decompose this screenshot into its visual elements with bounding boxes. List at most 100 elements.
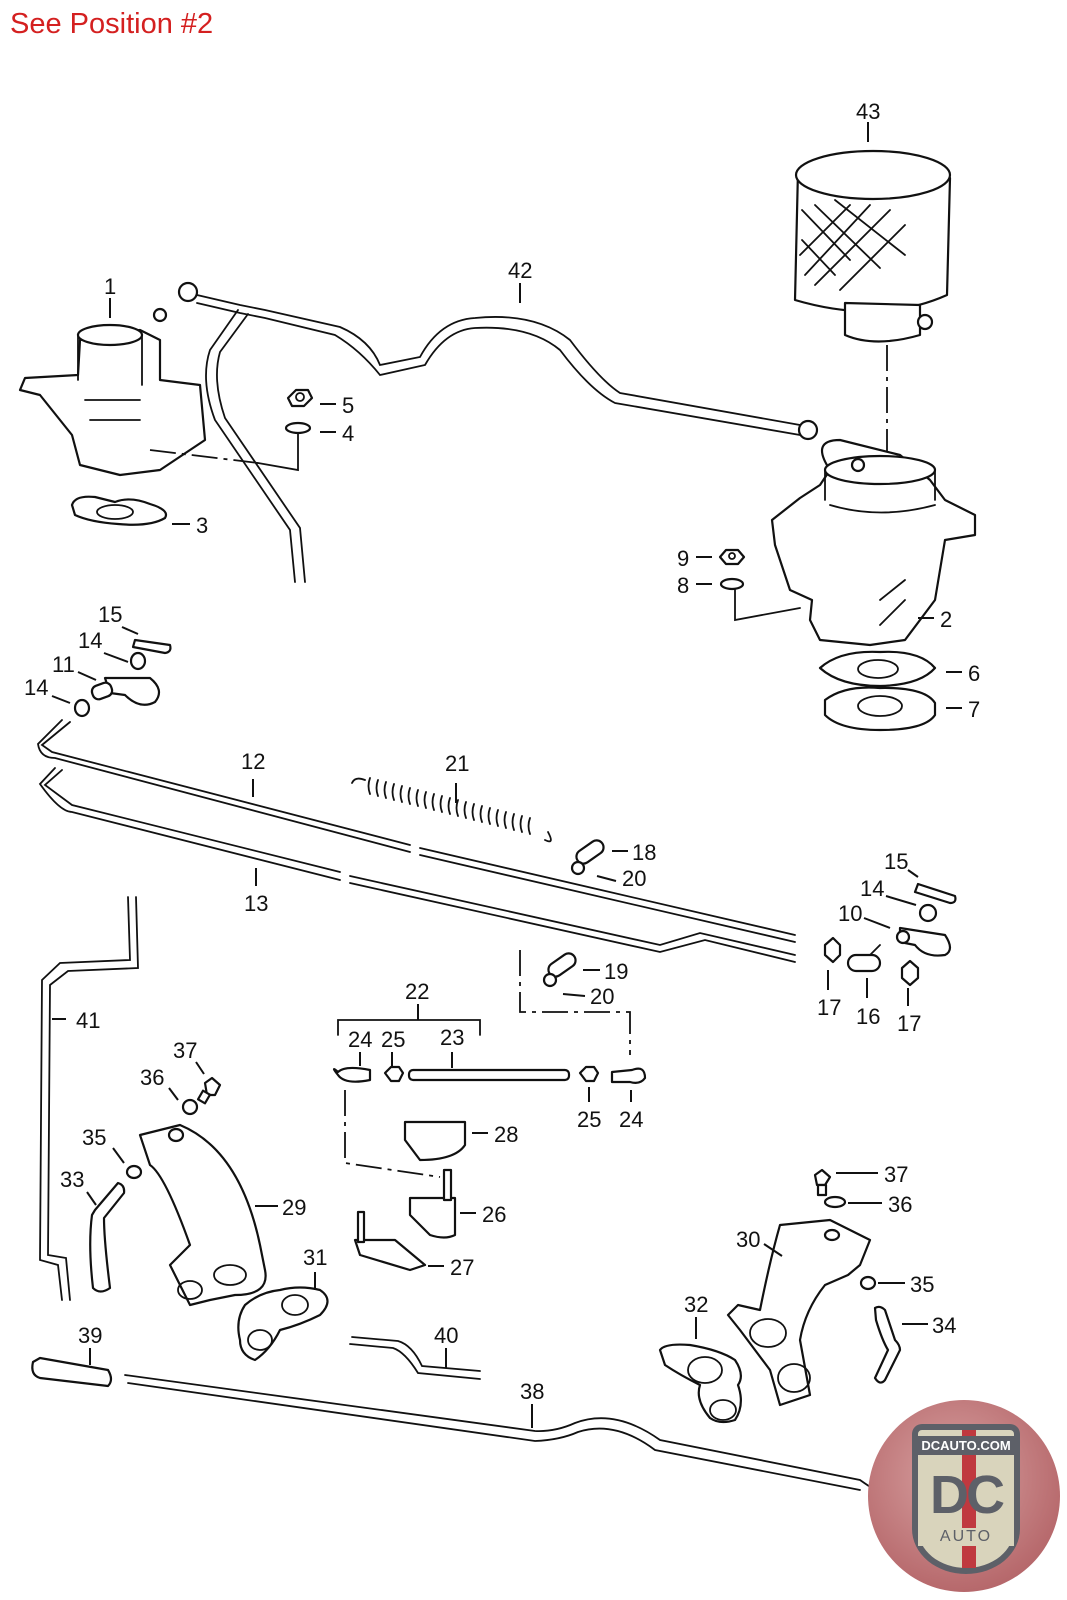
ball-socket-24-left xyxy=(332,1066,372,1083)
logo-word: AUTO xyxy=(918,1528,1014,1546)
washer-14-right xyxy=(918,903,938,923)
gasket-32 xyxy=(658,1343,742,1424)
callout-22: 22 xyxy=(405,979,429,1004)
hose-39 xyxy=(31,1356,113,1388)
bracket-27 xyxy=(353,1210,427,1272)
logo-initials: DC xyxy=(930,1465,1005,1525)
hose-34 xyxy=(873,1305,902,1384)
callout-37-left: 37 xyxy=(173,1038,197,1063)
callout-20-lower: 20 xyxy=(590,984,614,1009)
callout-10: 10 xyxy=(838,901,862,926)
callout-37-right: 37 xyxy=(884,1162,908,1187)
rod-12 xyxy=(37,719,796,943)
gasket-6 xyxy=(818,650,937,688)
leader-20-dash xyxy=(519,950,631,1055)
pipe-40 xyxy=(349,1336,481,1380)
washer-14-lower-left xyxy=(73,698,91,718)
callout-1: 1 xyxy=(104,274,116,299)
leader-4-bracket xyxy=(257,431,299,472)
bracket-28 xyxy=(403,1120,467,1162)
callout-33: 33 xyxy=(60,1167,84,1192)
callout-24-right: 24 xyxy=(619,1107,643,1132)
leader-lines xyxy=(51,122,962,1428)
logo-url: DCAUTO.COM xyxy=(918,1436,1014,1455)
callout-40: 40 xyxy=(434,1323,458,1348)
callout-17-right: 17 xyxy=(897,1011,921,1036)
logo-shield: DCAUTO.COM DC AUTO xyxy=(912,1424,1020,1574)
callout-27: 27 xyxy=(450,1255,474,1280)
nut-5 xyxy=(286,388,314,408)
callout-9: 9 xyxy=(677,546,689,571)
callout-13: 13 xyxy=(244,891,268,916)
callout-11: 11 xyxy=(52,652,75,677)
nut-17-right xyxy=(900,959,920,987)
bolt-37-left xyxy=(196,1076,222,1105)
hose-33 xyxy=(89,1181,126,1293)
callout-6: 6 xyxy=(968,661,980,686)
clip-15-right xyxy=(913,882,957,905)
callout-18: 18 xyxy=(632,840,656,865)
air-filter-43 xyxy=(793,149,952,343)
callout-19: 19 xyxy=(604,959,628,984)
callout-23: 23 xyxy=(440,1025,464,1050)
lever-10 xyxy=(895,926,952,957)
nut-17-left xyxy=(823,936,842,964)
callout-25-right: 25 xyxy=(577,1107,601,1132)
callout-25-left: 25 xyxy=(381,1027,405,1052)
leader-1-dash xyxy=(149,449,259,464)
lever-11 xyxy=(90,676,161,706)
callout-labels: 1 2 3 4 5 6 7 8 9 10 11 12 13 14 14 14 1… xyxy=(24,99,980,1404)
callout-38: 38 xyxy=(520,1379,544,1404)
callout-17-left: 17 xyxy=(817,995,841,1020)
leader-24-dash xyxy=(344,1090,441,1178)
breather-pipe-42 xyxy=(177,281,819,583)
nut-9 xyxy=(718,548,746,566)
callout-42: 42 xyxy=(508,258,532,283)
washer-35-left xyxy=(125,1164,143,1180)
callout-16: 16 xyxy=(856,1004,880,1029)
washer-35-right xyxy=(859,1275,877,1291)
callout-15-left: 15 xyxy=(98,602,122,627)
washer-14-upper-left xyxy=(129,651,147,671)
dcauto-logo: DCAUTO.COM DC AUTO xyxy=(868,1400,1060,1592)
bolt-37-right xyxy=(813,1168,832,1197)
pin-19 xyxy=(542,952,577,988)
callout-21: 21 xyxy=(445,751,469,776)
intake-manifold-30 xyxy=(726,1218,872,1407)
callout-36-left: 36 xyxy=(140,1065,164,1090)
callout-4: 4 xyxy=(342,421,354,446)
callout-7: 7 xyxy=(968,697,980,722)
carburetor-2 xyxy=(770,438,977,647)
callout-26: 26 xyxy=(482,1202,506,1227)
rod-13 xyxy=(38,767,796,963)
callout-14-right: 14 xyxy=(860,876,884,901)
callout-29: 29 xyxy=(282,1195,306,1220)
callout-2: 2 xyxy=(940,607,952,632)
tube-41 xyxy=(39,896,139,1301)
bracket-22 xyxy=(337,1019,481,1036)
see-position-note: See Position #2 xyxy=(10,8,214,40)
callout-5: 5 xyxy=(342,393,354,418)
clip-15-left xyxy=(131,638,172,655)
ball-socket-24-right xyxy=(610,1067,647,1084)
callout-15-right: 15 xyxy=(884,849,908,874)
leader-8-bracket xyxy=(734,589,801,622)
spring-21 xyxy=(351,777,552,843)
callout-14-lower-left: 14 xyxy=(24,675,48,700)
pipe-38 xyxy=(124,1374,876,1491)
callout-28: 28 xyxy=(494,1122,518,1147)
nut-25-left xyxy=(383,1065,405,1083)
callout-35-left: 35 xyxy=(82,1125,106,1150)
callout-36-right: 36 xyxy=(888,1192,912,1217)
callout-12: 12 xyxy=(241,749,265,774)
nut-25-right xyxy=(578,1065,600,1083)
washer-36-left xyxy=(181,1098,199,1116)
callout-3: 3 xyxy=(196,513,208,538)
callout-31: 31 xyxy=(303,1245,327,1270)
bracket-26 xyxy=(408,1168,457,1239)
intake-manifold-29 xyxy=(138,1123,267,1307)
gasket-3 xyxy=(70,495,168,526)
callout-32: 32 xyxy=(684,1292,708,1317)
spacer-7 xyxy=(823,686,937,732)
